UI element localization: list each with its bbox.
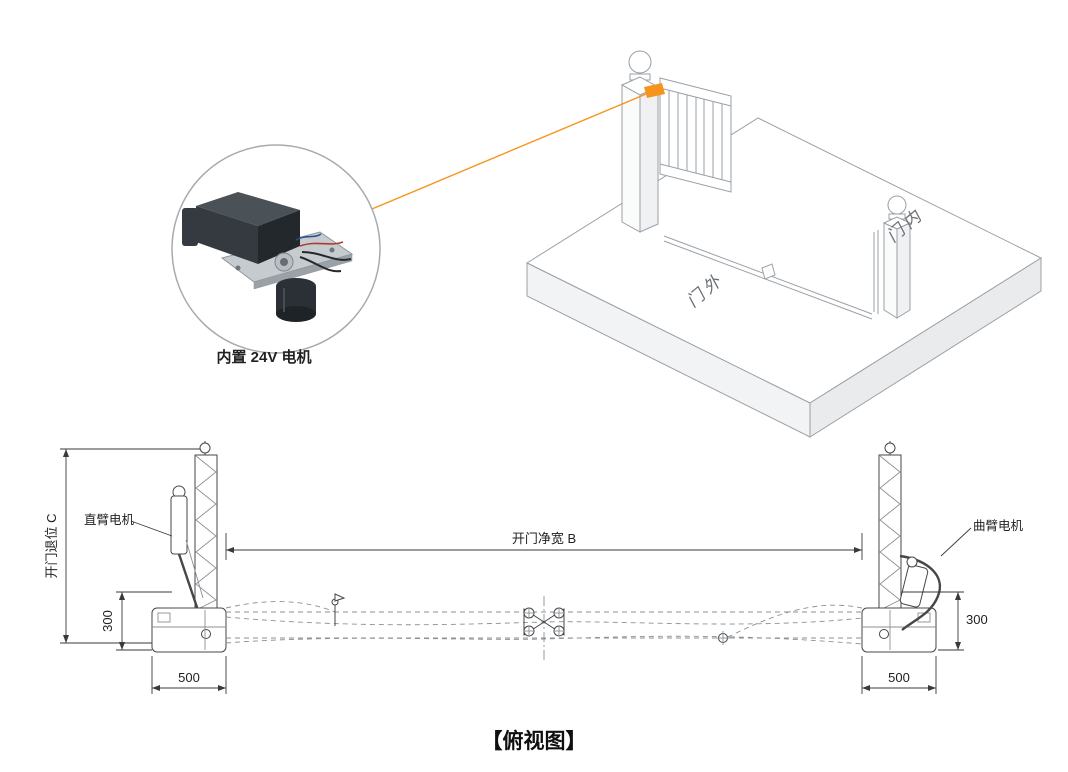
- dim-left-300-label: 300: [100, 610, 115, 632]
- dim-clear-width: 开门净宽 B: [225, 531, 863, 560]
- curved-arm-motor-body: [899, 564, 929, 608]
- callout-label: 内置 24V 电机: [216, 348, 311, 366]
- view-title: 【俯视图】: [482, 729, 587, 753]
- black-wire: [301, 251, 352, 261]
- motor-photo: [182, 192, 354, 322]
- dim-retreat: 开门退位 C: [44, 448, 200, 644]
- left-motor-label: 直臂电机: [84, 513, 135, 527]
- iso-left-post: [620, 50, 660, 233]
- isometric-view: 门内 门外: [525, 50, 1043, 438]
- gearbox-housing: [196, 192, 300, 226]
- dim-right-300: 300: [902, 591, 988, 651]
- black-wire: [299, 256, 342, 273]
- dim-left-300: 300: [100, 591, 172, 651]
- slab-front-right-face: [809, 257, 1042, 438]
- pivot-roller: [884, 442, 896, 454]
- callout-marker: [644, 83, 665, 98]
- plan-left-post: [151, 441, 227, 653]
- folded-gate-stack: [878, 454, 902, 611]
- dim-right-500-label: 500: [888, 670, 910, 685]
- iso-right-post: [873, 195, 912, 319]
- post-base: [151, 607, 227, 653]
- dim-left-500: 500: [151, 656, 227, 694]
- post-ball-finial: [887, 195, 907, 215]
- label-left-motor: 直臂电机: [84, 513, 173, 537]
- iso-gate-panel: [659, 77, 732, 193]
- blue-wire: [295, 233, 322, 241]
- track-latch: [761, 263, 776, 280]
- folded-gate-stack: [194, 454, 218, 611]
- dim-clear-width-label: 开门净宽 B: [512, 531, 576, 546]
- dim-left-500-label: 500: [178, 670, 200, 685]
- plan-hinge-right: [716, 631, 730, 645]
- dim-right-300-label: 300: [966, 612, 988, 627]
- callout-leader-line: [371, 93, 647, 210]
- pivot-roller: [199, 442, 211, 454]
- plan-right-post: [861, 441, 941, 653]
- plan-center-ornament: [523, 596, 565, 660]
- iso-gate-track: [663, 235, 873, 320]
- dim-retreat-label: 开门退位 C: [44, 513, 59, 578]
- right-motor-label: 曲臂电机: [973, 519, 1024, 533]
- straight-arm-motor-body: [170, 495, 188, 555]
- red-wire: [299, 241, 344, 247]
- motor-callout: 内置 24V 电机: [171, 83, 665, 366]
- post-ball-finial: [628, 50, 652, 74]
- plan-hinge-left: [331, 593, 346, 626]
- slab-top-face: [525, 117, 1043, 404]
- label-right-motor: 曲臂电机: [940, 519, 1024, 557]
- plan-view: 开门净宽 B 开门退位 C 300 300 500 500 直臂电机 曲: [44, 441, 1024, 694]
- dim-right-500: 500: [861, 656, 937, 694]
- curved-arm: [899, 554, 941, 631]
